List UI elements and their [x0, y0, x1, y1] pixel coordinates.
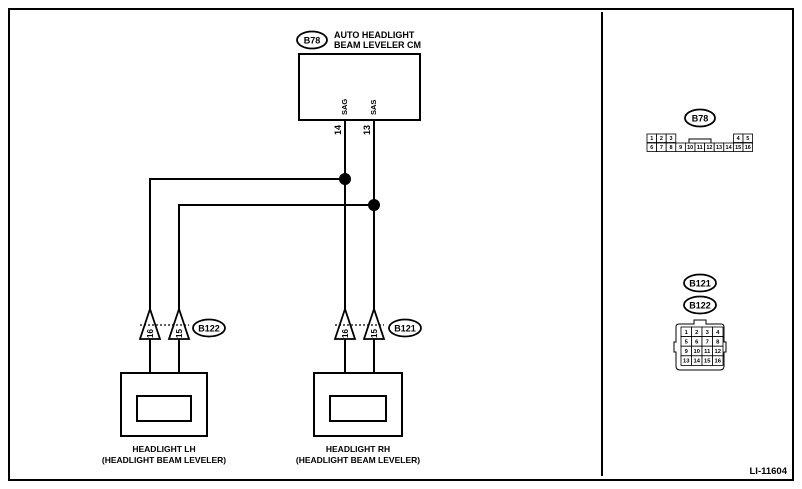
- ecm-name-line2: BEAM LEVELER CM: [334, 40, 421, 50]
- b78-pin-4-label: 4: [737, 136, 741, 142]
- b78-pin-3-label: 3: [669, 136, 672, 142]
- rh-pin-16-number: 16: [341, 329, 350, 338]
- b78-pin-11-label: 11: [697, 145, 703, 151]
- wire-sas-to-lh: [178, 204, 374, 318]
- b78-pin-1-label: 1: [650, 136, 653, 142]
- b121-pin-9-label: 9: [685, 349, 689, 355]
- b121-pin-8-label: 8: [716, 339, 720, 345]
- lh-connector-tag-oval: [192, 318, 226, 338]
- b78-pin-15-label: 15: [735, 145, 741, 151]
- b78-pin-2-label: 2: [660, 136, 663, 142]
- lh-name-line1: HEADLIGHT LH: [132, 444, 195, 454]
- b78-face-tag-oval: [684, 108, 716, 128]
- b121-pin-12-label: 12: [715, 349, 721, 355]
- b78-pin-12-label: 12: [706, 145, 712, 151]
- b121-pin-11-label: 11: [704, 349, 711, 355]
- b122-face-tag: B122: [689, 301, 711, 311]
- b121-b122-housing: [673, 319, 727, 371]
- headlight-rh: 16 15 B121 HEADLIGHT RH (HEADLIGHT BEAM …: [296, 306, 422, 465]
- ecm-connector-tag-oval: [296, 30, 328, 50]
- b78-pin-5-cell: [742, 133, 754, 143]
- splice-point-sas: [368, 199, 380, 211]
- lh-name-line2: (HEADLIGHT BEAM LEVELER): [102, 455, 226, 465]
- b78-pin-13-label: 13: [716, 145, 722, 151]
- b121-pin-1-label: 1: [685, 330, 689, 336]
- b121-pin-3-label: 3: [706, 330, 710, 336]
- rh-leveler-motor: [329, 395, 387, 422]
- ecm-body: [298, 53, 421, 121]
- ecm-connector-tag: B78: [304, 36, 321, 46]
- lh-connector-tag: B122: [198, 324, 220, 334]
- ecm-pin-sag-label: SAG: [340, 99, 349, 115]
- b121-pin-4-label: 4: [716, 330, 720, 336]
- b121-face-tag: B121: [689, 279, 711, 289]
- rh-name-line2: (HEADLIGHT BEAM LEVELER): [296, 455, 420, 465]
- ecm-pin-13-number: 13: [362, 125, 372, 135]
- headlight-lh: 16 15 B122 HEADLIGHT LH (HEADLIGHT BEAM …: [102, 306, 226, 465]
- b78-pin-16-cell: [742, 142, 754, 152]
- b121-pin-5-label: 5: [685, 339, 689, 345]
- beam-leveler-cm: B78 AUTO HEADLIGHT BEAM LEVELER CM SAG S…: [296, 30, 421, 135]
- wire-sag-to-lh: [149, 178, 345, 318]
- b78-pin-14-label: 14: [726, 145, 733, 151]
- ecm-pin-sas-label: SAS: [369, 100, 378, 115]
- b121-pin-14-label: 14: [694, 359, 701, 365]
- b78-latch: [688, 138, 712, 143]
- b78-pin-6-label: 6: [650, 145, 653, 151]
- ecm-name-line1: AUTO HEADLIGHT: [334, 30, 415, 40]
- b78-pin-3-cell: [665, 133, 677, 143]
- rh-connector-tag: B121: [394, 324, 416, 334]
- splice-point-sag: [339, 173, 351, 185]
- b78-face-tag: B78: [692, 114, 709, 124]
- rh-connector-tag-oval: [388, 318, 422, 338]
- b78-pin-16-label: 16: [745, 145, 751, 151]
- b121-pin-6-label: 6: [695, 339, 699, 345]
- figure-id: LI-11604: [750, 466, 788, 477]
- lh-leveler-motor: [136, 395, 192, 422]
- b121-pin-15-label: 15: [704, 359, 711, 365]
- b121-pin-10-label: 10: [694, 349, 700, 355]
- lh-pin-15-number: 15: [175, 329, 184, 338]
- lh-pin-16-number: 16: [146, 329, 155, 338]
- ecm-pin-14-number: 14: [333, 125, 343, 135]
- b121-pin-13-label: 13: [683, 359, 690, 365]
- b122-face-tag-oval: [683, 295, 717, 315]
- b78-pin-5-label: 5: [746, 136, 749, 142]
- rh-pin-15-number: 15: [370, 329, 379, 338]
- b78-pin-10-label: 10: [687, 145, 693, 151]
- rh-name-line1: HEADLIGHT RH: [326, 444, 390, 454]
- b121-pin-16-label: 16: [715, 359, 722, 365]
- b78-pin-7-label: 7: [660, 145, 663, 151]
- wire-harness: [149, 120, 380, 318]
- b121-pin-7-label: 7: [706, 339, 709, 345]
- b78-pin-8-label: 8: [669, 145, 672, 151]
- b121-pin-2-label: 2: [695, 330, 698, 336]
- b78-pin-9-label: 9: [679, 145, 682, 151]
- b121-face-tag-oval: [683, 273, 717, 293]
- b121-pin-16-cell: [712, 355, 724, 366]
